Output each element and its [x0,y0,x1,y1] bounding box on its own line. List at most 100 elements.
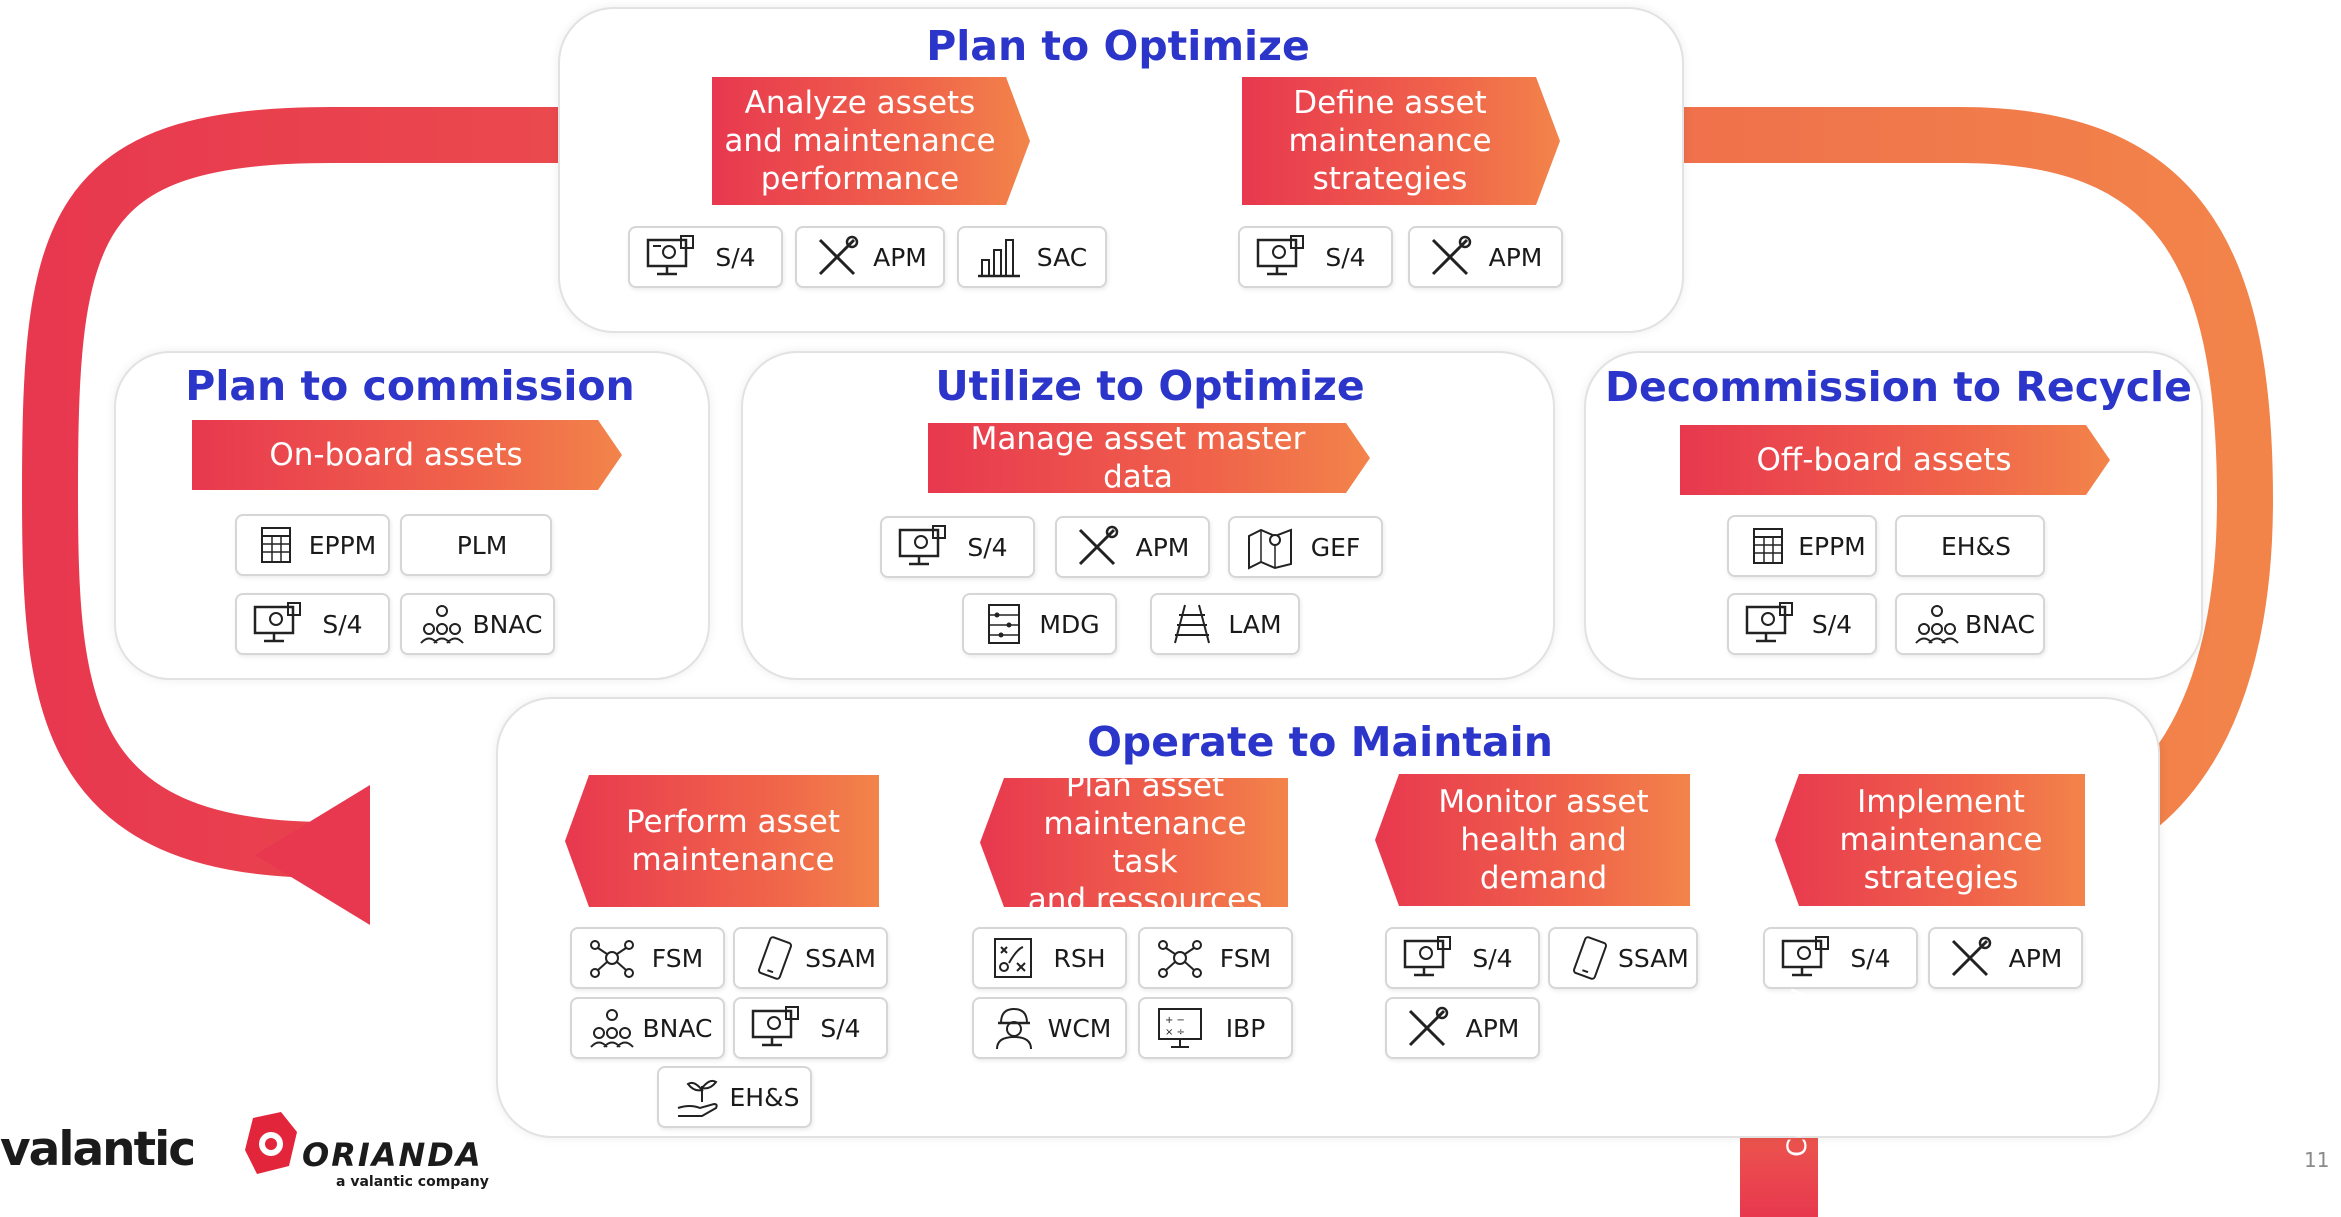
tool-chip-s4: S/4 [880,516,1035,578]
svg-text:+ −: + − [1165,1015,1185,1026]
phase-title-plan-to-optimize: Plan to Optimize [926,22,1310,70]
tool-chip-fsm: FSM [1138,927,1293,989]
tool-chip-apm: APM [1408,226,1563,288]
step-line: Off-board assets [1756,442,2012,478]
tool-chip-eppm: EPPM [235,514,390,576]
chip-label: S/4 [967,532,1008,562]
phase-title-decommission-to-recycle: Decommission to Recycle [1605,363,2192,411]
tool-chip-sac: SAC [957,226,1107,288]
step-line: Manage asset master data [970,421,1306,495]
chip-label: MDG [1039,609,1100,639]
step-line: and ressources [1027,881,1263,918]
abacus-icon [976,599,1032,649]
tool-chip-rsh: RSH [972,927,1127,989]
tool-chip-ibp: + −× ÷ IBP [1138,997,1293,1059]
tool-chip-eppm: EPPM [1727,515,1877,577]
loop-path [21,107,2274,883]
chip-label: BNAC [472,609,543,639]
tool-chip-wcm: WCM [972,997,1127,1059]
wrench-screwdriver-icon [1399,1003,1455,1053]
tool-chip-s4: S/4 [1385,927,1540,989]
orianda-logo-mark-icon [245,1112,297,1174]
chip-label: APM [2008,943,2063,973]
chip-label: S/4 [322,609,363,639]
tool-chip-plm: PLM [400,514,552,576]
tool-chip-apm: APM [795,226,945,288]
people-network-icon [1909,599,1965,649]
step-line: performance [760,161,960,197]
tool-chip-apm: APM [1055,516,1210,578]
chip-label: EPPM [308,530,377,560]
chip-label: EH&S [729,1082,800,1112]
step-line: and maintenance [724,123,996,159]
chip-label: WCM [1047,1013,1112,1043]
tool-chip-s4: S/4 [1763,927,1918,989]
tool-chip-bnac: BNAC [400,593,555,655]
network-people-icon [1152,933,1208,983]
phase-title-utilize-to-optimize: Utilize to Optimize [935,362,1365,410]
chip-label: APM [873,242,927,272]
chip-label: GEF [1310,532,1361,562]
tool-chip-s4: S/4 [1238,226,1393,288]
chip-label: FSM [1219,943,1272,973]
step-line: maintenance [1288,123,1492,159]
chip-label: PLM [456,530,508,560]
chip-label: SSAM [805,943,876,973]
hand-plant-icon [671,1072,727,1122]
tool-chip-s4: S/4 [733,997,888,1059]
step-line: strategies [1863,860,2019,896]
tool-chip-gef: GEF [1228,516,1383,578]
tool-chip-apm: APM [1928,927,2083,989]
chip-label: APM [1135,532,1190,562]
people-network-icon [414,599,470,649]
chip-label: S/4 [820,1013,861,1043]
chip-label: RSH [1053,943,1106,973]
step-define-strategies: Define asset maintenance strategies [1242,77,1560,205]
tool-chip-bnac: BNAC [570,997,725,1059]
strategy-board-icon [986,933,1042,983]
wrench-screwdriver-icon [1069,522,1125,572]
step-monitor-asset-health: Monitor asset health and demand [1375,774,1690,906]
mobile-device-icon [1562,933,1618,983]
tool-chip-ehs: EH&S [1895,515,2045,577]
iot-line-1: IT/OT [1752,1046,1783,1118]
chip-label: SAC [1036,242,1088,272]
tool-chip-ssam: SSAM [733,927,888,989]
tool-chip-ehs: EH&S [657,1066,812,1128]
panel-operate-to-maintain [496,697,2160,1138]
tool-chip-mdg: MDG [962,593,1117,655]
phase-title-operate-to-maintain: Operate to Maintain [1087,718,1553,766]
step-manage-master-data: Manage asset master data [928,423,1370,493]
tool-chip-lam: LAM [1150,593,1300,655]
step-line: health and [1460,822,1627,858]
step-line: demand [1479,860,1608,896]
step-line: Perform asset [625,804,841,840]
tool-chip-ssam: SSAM [1548,927,1698,989]
step-line: maintenance [1839,822,2043,858]
step-line: strategies [1312,161,1468,197]
step-line: Plan asset [1065,767,1225,804]
step-implement-strategies: Implement maintenance strategies [1775,774,2085,906]
computer-dashboard-icon [1252,232,1308,282]
chip-label: S/4 [1325,242,1366,272]
step-offboard-assets: Off-board assets [1680,425,2110,495]
wrench-screwdriver-icon [809,232,865,282]
step-line: Define asset [1293,85,1487,121]
orianda-tagline: a valantic company [336,1174,489,1190]
chip-label: APM [1465,1013,1520,1043]
valantic-logo: valantic [0,1122,196,1177]
chip-label: EPPM [1798,531,1866,561]
computer-dashboard-icon [1741,599,1797,649]
chip-label: S/4 [715,242,756,272]
wrench-screwdriver-icon [1942,933,1998,983]
bar-chart-icon [971,232,1027,282]
step-line: maintenance [631,842,835,878]
chip-label: LAM [1228,609,1282,639]
step-onboard-assets: On-board assets [192,420,622,490]
chip-label: SSAM [1618,943,1689,973]
people-network-icon [584,1003,640,1053]
panel-decommission-to-recycle [1584,351,2203,680]
computer-dashboard-icon [1777,933,1833,983]
step-perform-maintenance: Perform asset maintenance [565,775,879,907]
